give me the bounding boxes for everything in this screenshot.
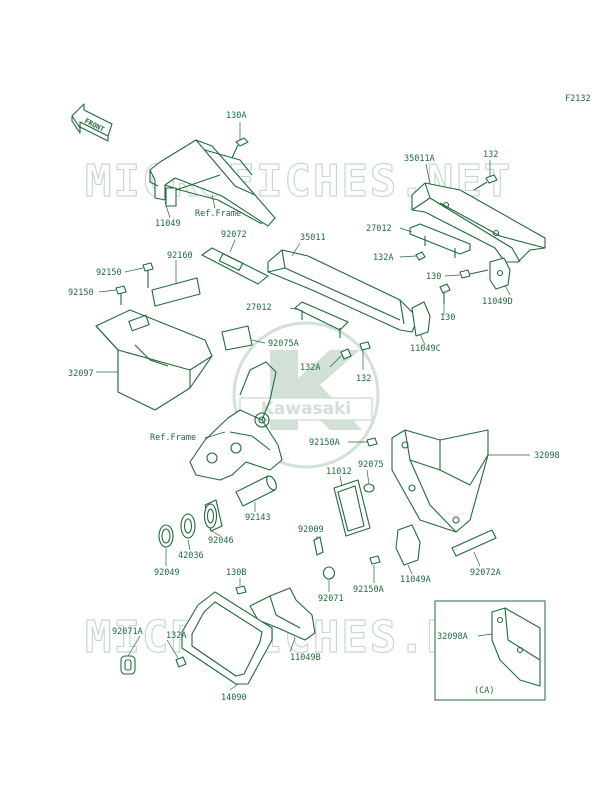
label-132A-b: 132A — [300, 363, 320, 373]
label-132-top: 132 — [483, 150, 498, 160]
part-92072A-strap — [451, 529, 497, 557]
bolt-92150-b — [115, 285, 127, 305]
label-11049A: 11049A — [400, 575, 431, 585]
label-11012: 11012 — [326, 467, 352, 477]
frame-ref-swingarm — [189, 361, 283, 481]
bolt-92150A-lower — [369, 555, 381, 565]
label-92072A: 92072A — [470, 568, 501, 578]
label-11049D: 11049D — [482, 297, 513, 307]
bolt-132A-a — [415, 251, 426, 261]
part-27012-plate-a — [409, 223, 471, 258]
part-92049-seal — [158, 524, 174, 548]
bolt-92009 — [313, 536, 324, 556]
part-92160-pad — [151, 277, 201, 307]
bolt-132A-b — [340, 348, 352, 360]
part-11049C-bracket — [411, 301, 431, 337]
label-92143: 92143 — [245, 513, 271, 523]
part-14090-cover — [181, 591, 273, 685]
variant-inset-box — [434, 600, 546, 701]
part-92046-bearing — [203, 499, 223, 532]
label-11049B: 11049B — [290, 653, 321, 663]
label-92071: 92071 — [318, 594, 344, 604]
label-92150-a: 92150 — [96, 268, 122, 278]
label-11049: 11049 — [155, 219, 181, 229]
bolt-92150A-upper — [366, 437, 378, 447]
part-35011A-guard — [411, 182, 546, 263]
label-92049: 92049 — [154, 568, 180, 578]
bolt-132A-c — [175, 656, 187, 668]
label-130A: 130A — [226, 111, 246, 121]
label-132A-c: 132A — [166, 631, 186, 641]
label-130B: 130B — [226, 568, 246, 578]
label-variant-ca: (CA) — [474, 686, 494, 696]
label-92075A: 92075A — [268, 339, 299, 349]
bolt-92150-a — [142, 262, 154, 288]
label-27012-b: 27012 — [246, 303, 272, 313]
front-arrow-icon: FRONT — [71, 103, 113, 142]
kawasaki-logo: Kawasaki — [232, 321, 380, 469]
label-42036: 42036 — [178, 551, 204, 561]
part-27012-plate-b — [294, 301, 349, 338]
part-42036-sleeve — [180, 513, 196, 539]
washer-92075 — [363, 483, 375, 493]
label-35011A: 35011A — [404, 154, 435, 164]
nut-92071 — [322, 566, 336, 580]
bolt-130-b — [439, 283, 451, 304]
label-92072: 92072 — [221, 230, 247, 240]
bolt-130B — [235, 585, 247, 595]
label-92075: 92075 — [358, 460, 384, 470]
label-11049C: 11049C — [410, 344, 441, 354]
part-92143-collar — [235, 475, 277, 507]
label-14090: 14090 — [221, 693, 247, 703]
label-92160: 92160 — [167, 251, 193, 261]
part-11049A-bracket — [395, 524, 421, 566]
label-35011: 35011 — [300, 233, 326, 243]
label-ref-frame-2: Ref.Frame — [150, 433, 196, 443]
label-27012-a: 27012 — [366, 224, 392, 234]
part-92072-strap — [201, 247, 269, 285]
bolt-130A — [231, 137, 249, 159]
bolt-132-top — [473, 174, 498, 191]
part-92075A-pad — [221, 325, 253, 351]
label-132A-a: 132A — [373, 253, 393, 263]
part-11012-gasket-cover — [333, 479, 371, 537]
label-ref-frame-1: Ref.Frame — [195, 209, 241, 219]
part-92071A-grommet — [120, 655, 136, 675]
part-11049B-bracket — [249, 587, 316, 641]
bolt-132-b — [359, 341, 371, 351]
label-92009: 92009 — [298, 525, 324, 535]
leader-lines — [96, 122, 530, 691]
label-130-a: 130 — [426, 272, 441, 282]
bolt-130-a — [459, 269, 489, 279]
part-32097-battery-case — [95, 309, 213, 411]
label-92046: 92046 — [208, 536, 234, 546]
label-92071A: 92071A — [112, 627, 143, 637]
label-92150A-upper: 92150A — [309, 438, 340, 448]
svg-text:Kawasaki: Kawasaki — [261, 399, 352, 419]
label-92150-b: 92150 — [68, 288, 94, 298]
figure-code: F2132 — [565, 94, 591, 104]
part-11049D-bracket — [489, 257, 511, 290]
part-labels: 130A 11049 Ref.Frame 35011A 132 27012 13… — [68, 111, 560, 703]
part-32098-case — [391, 429, 489, 533]
label-32098: 32098 — [534, 451, 560, 461]
label-32098A: 32098A — [437, 632, 468, 642]
label-32097: 32097 — [68, 369, 94, 379]
part-11049-bracket — [149, 139, 276, 227]
label-92150A-lower: 92150A — [353, 585, 384, 595]
label-130-b: 130 — [440, 313, 455, 323]
label-132-b: 132 — [356, 374, 371, 384]
